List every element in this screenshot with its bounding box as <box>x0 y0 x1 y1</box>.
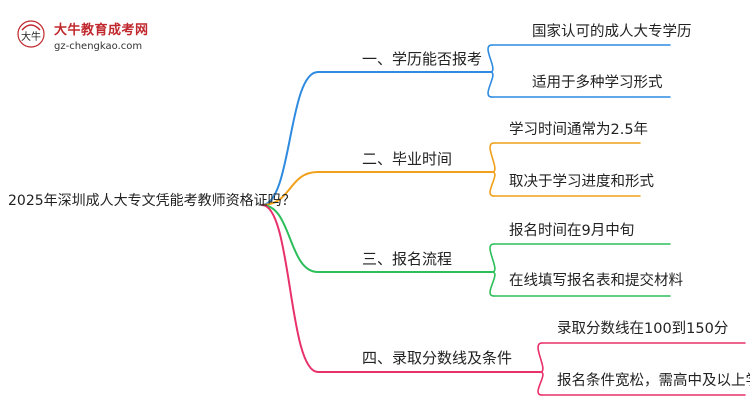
logo-mark-text: 大牛 <box>21 30 41 43</box>
leaf-connector-1-2 <box>487 71 494 98</box>
branch-label-1: 一、学历能否报考 <box>362 50 483 68</box>
branch-label-4: 四、录取分数线及条件 <box>362 349 513 367</box>
leaf-connector-4-2 <box>537 371 544 396</box>
branch-connector-3 <box>261 204 319 273</box>
leaf-4-2: 报名条件宽松，需高中及以上学历 <box>557 373 750 389</box>
branch-label-2: 二、毕业时间 <box>362 150 453 168</box>
leaf-4-1: 录取分数线在100到150分 <box>557 321 729 337</box>
logo-url: gz-chengkao.com <box>54 41 143 52</box>
leaf-connector-2-1 <box>489 142 496 173</box>
leaf-connector-3-2 <box>489 271 496 297</box>
leaf-2-2: 取决于学习进度和形式 <box>509 174 654 190</box>
leaf-connector-4-1 <box>537 342 544 373</box>
branch-connector-4 <box>261 204 319 373</box>
branch-label-3: 三、报名流程 <box>362 250 453 268</box>
leaf-1-2: 适用于多种学习形式 <box>532 75 663 91</box>
logo-mark: 大牛 <box>17 20 45 48</box>
leaf-connector-1-1 <box>487 44 494 73</box>
branch-connector-2 <box>261 171 319 206</box>
connector-lines <box>261 44 746 396</box>
leaf-2-1: 学习时间通常为2.5年 <box>509 122 649 138</box>
leaf-connector-2-2 <box>489 171 496 197</box>
leaf-3-1: 报名时间在9月中旬 <box>509 223 635 239</box>
logo-title: 大牛教育成考网 <box>54 23 149 38</box>
leaf-connector-3-1 <box>489 243 496 273</box>
leaf-1-1: 国家认可的成人大专学历 <box>532 24 692 40</box>
root-topic: 2025年深圳成人大专文凭能考教师资格证吗？ <box>8 193 296 209</box>
leaf-3-2: 在线填写报名表和提交材料 <box>509 273 683 289</box>
branch-connector-1 <box>261 71 319 206</box>
